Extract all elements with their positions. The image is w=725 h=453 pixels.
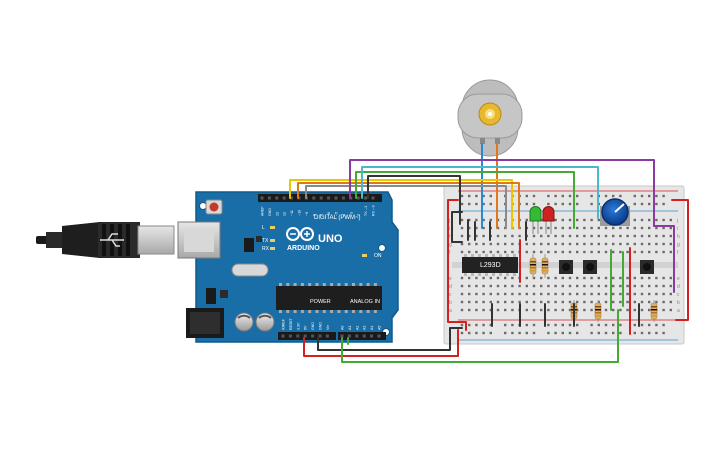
wire-green-top[interactable]: [355, 171, 575, 229]
power-pin-label: GND: [311, 322, 315, 330]
row-letter-left: i: [449, 226, 450, 232]
resistor-2: [541, 254, 549, 278]
analog-pin-label: A4: [370, 326, 374, 330]
analog-label: ANALOG IN: [350, 299, 380, 305]
power-pin-label: 3.3V: [296, 322, 300, 330]
brand-label: ARDUINO: [287, 245, 320, 252]
power-pin-label: IOREF: [282, 318, 286, 330]
tx-label: TX: [262, 238, 269, 244]
analog-pin-label: A1: [348, 326, 352, 330]
row-letter-right: f: [677, 250, 679, 256]
microcontroller-chip: [276, 286, 382, 310]
l-label: L: [262, 225, 265, 231]
resistor-4: [594, 300, 602, 322]
digital-pin-label: ~10: [298, 210, 302, 216]
power-label: POWER: [310, 299, 331, 305]
row-letter-right: i: [677, 226, 678, 232]
digital-pin-label: 7: [320, 214, 324, 216]
digital-pin-label: 2: [357, 214, 361, 216]
digital-pin-label: 8: [312, 214, 316, 216]
jumper-black-left[interactable]: [451, 211, 463, 243]
digital-pin-label: 13: [275, 212, 279, 216]
row-letter-right: j: [676, 218, 678, 224]
analog-header[interactable]: [338, 332, 386, 340]
row-letter-right: b: [677, 300, 680, 306]
arduino-logo: [286, 227, 314, 241]
analog-pin-label: A3: [363, 326, 367, 330]
wire-black-top[interactable]: [367, 175, 461, 225]
row-letter-right: h: [677, 234, 680, 240]
power-pin-label: 5V: [304, 325, 308, 330]
rx-label: RX: [262, 246, 270, 252]
row-letter-left: h: [449, 234, 452, 240]
digital-pin-label: TX→1: [364, 206, 368, 216]
digital-pin-label: ~6: [327, 212, 331, 216]
row-letter-left: j: [448, 218, 450, 224]
l293d-driver-chip: L293D: [462, 254, 518, 276]
wire-gray[interactable]: [305, 185, 507, 229]
row-letter-right: e: [677, 276, 680, 282]
jumper-red-right[interactable]: [671, 199, 689, 321]
row-letter-left: e: [449, 276, 452, 282]
digital-pin-label: 4: [342, 214, 346, 216]
digital-label: DIGITAL (PWM~): [314, 215, 361, 221]
row-letter-right: a: [677, 308, 680, 314]
row-letter-right: g: [677, 242, 680, 248]
green-led: [529, 206, 542, 234]
jumper-purple-rail[interactable]: [653, 225, 675, 293]
power-header[interactable]: [278, 332, 336, 340]
row-letter-left: d: [449, 284, 452, 290]
power-pin-label: GND: [319, 322, 323, 330]
wire-orange-top[interactable]: [297, 182, 520, 229]
model-label: UNO: [318, 233, 343, 245]
power-pin-label: RESET: [289, 317, 293, 330]
dc-motor: [457, 79, 523, 157]
wire-cyan[interactable]: [361, 166, 599, 219]
red-led: [542, 206, 555, 234]
row-letter-right: d: [677, 284, 680, 290]
row-letter-left: f: [449, 250, 451, 256]
push-button-2[interactable]: [583, 260, 597, 274]
ic-label: L293D: [480, 262, 501, 269]
wire-green-bottom[interactable]: [341, 309, 619, 363]
digital-pin-label: ~9: [305, 212, 309, 216]
digital-pin-label: GND: [268, 208, 272, 216]
analog-pin-label: A2: [355, 326, 359, 330]
usb-icon: [100, 233, 124, 247]
power-pin-label: Vin: [326, 325, 330, 330]
row-letter-left: g: [449, 242, 452, 248]
wire-black-bottom[interactable]: [317, 327, 463, 351]
on-label: ON: [374, 253, 382, 259]
row-letter-right: c: [677, 292, 680, 298]
digital-pin-label: ~5: [335, 212, 339, 216]
digital-pin-label: AREF: [261, 206, 265, 216]
row-letter-left: a: [449, 308, 452, 314]
potentiometer[interactable]: [600, 198, 630, 226]
row-letter-left: b: [449, 300, 452, 306]
digital-pin-label: ~3: [349, 212, 353, 216]
push-button-3[interactable]: [640, 260, 654, 274]
digital-pin-label: RX←0: [372, 205, 376, 216]
digital-pin-label: 12: [283, 212, 287, 216]
jumper-red-left[interactable]: [447, 199, 467, 331]
usb-cable: [36, 222, 175, 258]
digital-pin-label: ~11: [290, 210, 294, 216]
row-letter-left: c: [449, 292, 452, 298]
analog-pin-label: A5: [378, 326, 382, 330]
wire-red-bottom[interactable]: [303, 329, 459, 357]
wire-yellow[interactable]: [289, 179, 513, 229]
resistor-5: [650, 300, 658, 322]
analog-pin-label: A0: [341, 326, 345, 330]
push-button-1[interactable]: [559, 260, 573, 274]
wire-purple[interactable]: [349, 159, 655, 227]
resistor-1: [529, 254, 537, 278]
